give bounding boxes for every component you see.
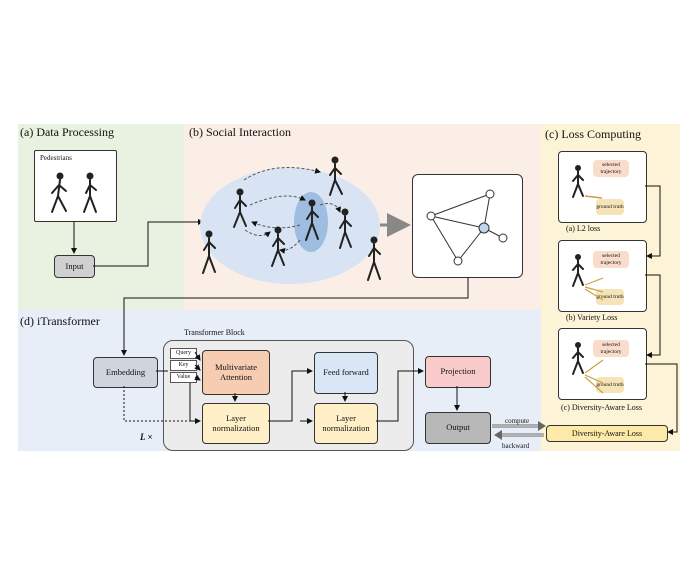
scene-pedestrian-3 (305, 199, 319, 241)
embedding-box: Embedding (93, 357, 158, 388)
loss-figure-l2 (572, 165, 603, 199)
repeat-label: L × (140, 432, 153, 442)
pedestrian-figure-2 (83, 172, 97, 213)
backward-label: backward (502, 442, 530, 450)
compute-arrow (492, 421, 546, 431)
projection-box: Projection (425, 356, 491, 388)
variety-ground-truth-tag: ground truth (596, 289, 624, 305)
output-box: Output (425, 412, 491, 444)
variety-loss-caption: (b) Variety Loss (566, 313, 618, 322)
diversity-ground-truth-tag: ground truth (596, 377, 624, 393)
loss-figure-diversity (572, 342, 604, 394)
scene-pedestrian-6 (202, 230, 216, 274)
interaction-arrows (243, 167, 341, 254)
pedestrians-box (34, 150, 117, 222)
social-interaction-title: (b) Social Interaction (189, 125, 291, 139)
layer-norm-2-box: Layer normalization (314, 403, 378, 444)
diversity-loss-caption: (c) Diversity-Aware Loss (561, 403, 643, 412)
itransformer-title: (d) iTransformer (20, 314, 100, 328)
transformer-block-title: Transformer Block (184, 328, 245, 337)
variety-to-diversity-arrow (645, 274, 661, 358)
scene-pedestrian-2 (329, 156, 343, 196)
repeat-dotted-line (123, 386, 200, 422)
graph-node-4 (453, 256, 463, 266)
value-arrow (194, 374, 201, 381)
graph-node-3 (498, 233, 508, 243)
backward-arrow (494, 430, 544, 440)
pedestrians-label: Pedestrians (40, 154, 72, 162)
scene-pedestrian-4 (271, 226, 285, 267)
graph-node-focus (478, 222, 490, 234)
layer-norm-1-box: Layer normalization (202, 403, 270, 444)
norm2-to-projection-arrow (376, 368, 424, 422)
key-arrow (194, 364, 201, 371)
interaction-graph (430, 193, 504, 262)
diversity-to-loss-box-arrow (645, 363, 678, 435)
compute-label: compute (505, 417, 530, 425)
l2-to-variety-arrow (645, 185, 661, 259)
feed-forward-box: Feed forward (314, 352, 378, 394)
scene-pedestrian-7 (367, 236, 381, 281)
loss-computing-title: (c) Loss Computing (545, 127, 641, 141)
data-processing-title: (a) Data Processing (20, 125, 114, 139)
variety-selected-tag: selected trajectory (593, 251, 629, 268)
graph-node-1 (426, 211, 436, 221)
interaction-region (200, 168, 380, 284)
loss-figure-variety (572, 254, 604, 301)
pedestrian-figure-1 (51, 172, 67, 213)
diversity-selected-tag: selected trajectory (593, 340, 629, 357)
residual-1-arrow (189, 383, 201, 424)
input-to-scene-arrow (93, 219, 204, 267)
graph-node-2 (485, 189, 495, 199)
scene-pedestrian-5 (339, 208, 352, 249)
l2-loss-caption: (a) L2 loss (566, 224, 601, 233)
graph-to-embedding-arrow (121, 277, 469, 356)
query-arrow (194, 351, 201, 361)
norm1-to-feed-forward-arrow (268, 368, 313, 422)
attention-box: Multivariate Attention (202, 350, 270, 395)
l2-ground-truth-tag: ground truth (596, 199, 624, 215)
scene-pedestrian-1 (233, 188, 247, 228)
l2-selected-tag: selected trajectory (593, 160, 629, 177)
